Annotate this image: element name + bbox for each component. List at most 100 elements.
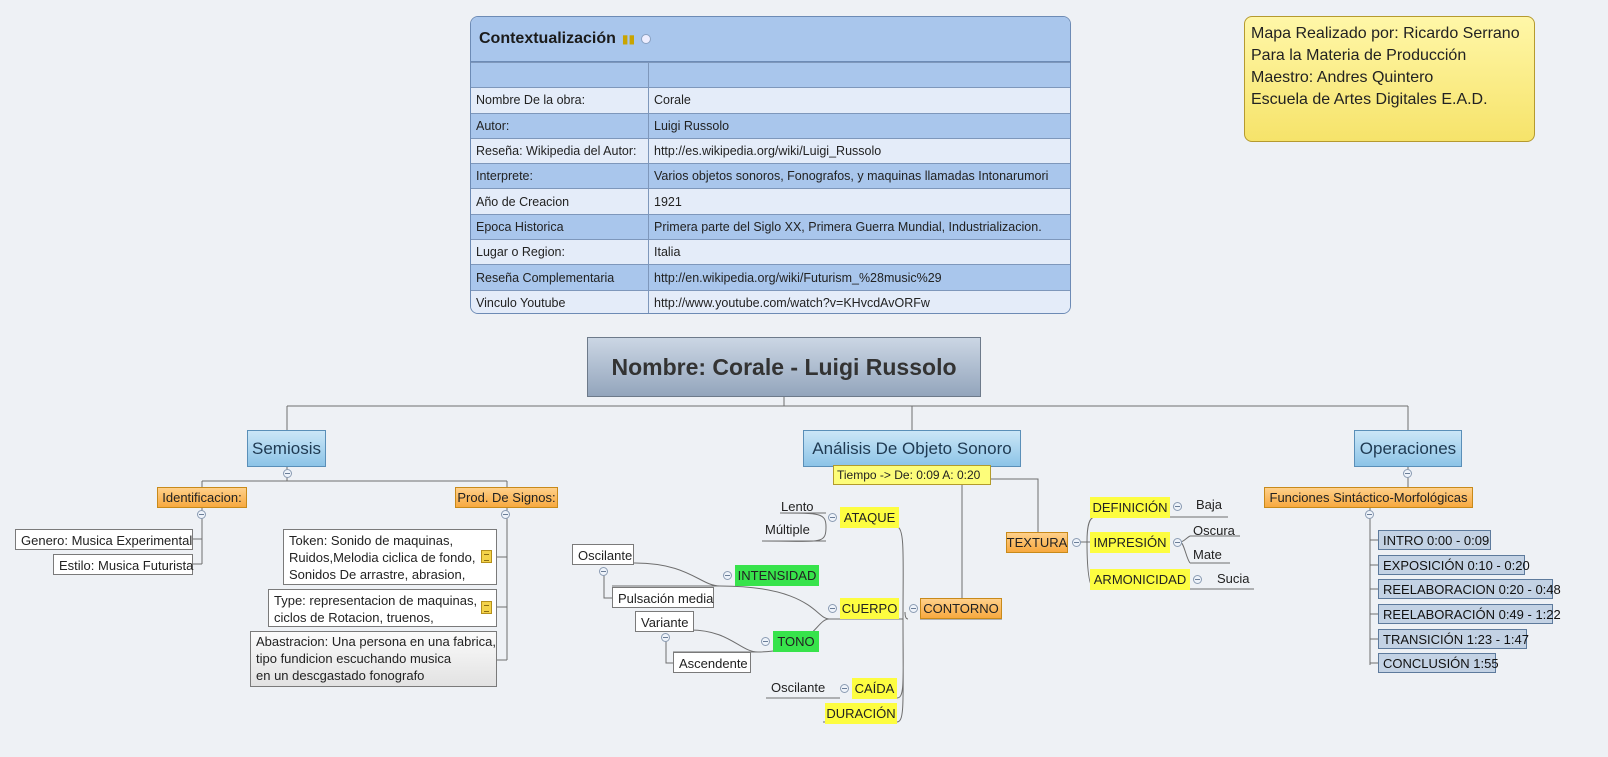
caida-oscilante[interactable]: Oscilante [771, 680, 826, 695]
node-variante[interactable]: Variante [635, 611, 694, 632]
topic-analisis[interactable]: Análisis De Objeto Sonoro [803, 430, 1021, 467]
tiempo-label[interactable]: Tiempo -> De: 0:09 A: 0:20 [833, 465, 991, 485]
credits-line: Maestro: Andres Quintero [1251, 69, 1434, 86]
context-table: Contextualización ▮▮ Nombre De la obra:C… [470, 16, 1071, 314]
abst-line: en un descgastado fonografo [256, 668, 425, 683]
list-item-intro[interactable]: INTRO 0:00 - 0:09 [1378, 530, 1491, 550]
node-textura[interactable]: TEXTURA [1006, 532, 1068, 553]
row-value: Luigi Russolo [648, 112, 1070, 139]
collapse-icon[interactable] [1072, 538, 1081, 547]
abst-line: tipo fundicion escuchando musica [256, 651, 452, 666]
list-item-transicion[interactable]: TRANSICIÓN 1:23 - 1:47 [1378, 629, 1529, 649]
row-value[interactable]: http://en.wikipedia.org/wiki/Futurism_%2… [648, 264, 1070, 291]
context-grid: Nombre De la obra:Corale Autor:Luigi Rus… [471, 61, 1070, 313]
collapse-icon[interactable] [283, 469, 292, 478]
collapse-icon[interactable] [1365, 510, 1374, 519]
table-row: Autor:Luigi Russolo [471, 112, 1070, 139]
node-identificacion[interactable]: Identificacion: [157, 487, 247, 508]
list-item-conclusion[interactable]: CONCLUSIÓN 1:55 [1378, 653, 1499, 673]
row-value: Italia [648, 239, 1070, 265]
list-item-exposicion[interactable]: EXPOSICIÓN 0:10 - 0:20 [1378, 555, 1530, 575]
node-estilo[interactable]: Estilo: Musica Futurista [53, 554, 193, 575]
row-value[interactable]: http://www.youtube.com/watch?v=KHvcdAvOR… [648, 289, 1070, 313]
token-line: Sonidos De arrastre, abrasion, [289, 567, 466, 582]
node-duracion[interactable]: DURACIÓN [825, 703, 897, 724]
collapse-icon[interactable] [501, 510, 510, 519]
node-caida[interactable]: CAÍDA [852, 678, 897, 699]
node-oscilante[interactable]: Oscilante [572, 544, 634, 565]
row-label: Lugar o Region: [471, 239, 649, 265]
collapse-icon[interactable] [1173, 502, 1182, 511]
collapse-icon[interactable] [828, 604, 837, 613]
node-armonicidad[interactable]: ARMONICIDAD [1090, 569, 1190, 590]
node-impresion[interactable]: IMPRESIÓN [1090, 532, 1170, 553]
node-token[interactable]: Token: Sonido de maquinas, Ruidos,Melodi… [283, 529, 497, 585]
row-label: Año de Creacion [471, 188, 649, 215]
node-pulsacion[interactable]: Pulsación media [612, 587, 714, 608]
collapse-icon[interactable] [1193, 575, 1202, 584]
row-label: Reseña: Wikipedia del Autor: [471, 137, 649, 164]
row-label: Autor: [471, 112, 649, 139]
context-header: Contextualización ▮▮ [471, 17, 1070, 62]
type-line: Type: representacion de maquinas, [274, 593, 478, 608]
collapse-icon[interactable] [641, 34, 652, 44]
node-intensidad[interactable]: INTENSIDAD [735, 565, 819, 586]
row-value: 1921 [648, 188, 1070, 215]
collapse-icon[interactable] [599, 567, 608, 576]
credits-note[interactable]: Mapa Realizado por: Ricardo Serrano Para… [1244, 16, 1535, 142]
node-contorno[interactable]: CONTORNO [920, 598, 1002, 619]
node-cuerpo[interactable]: CUERPO [840, 598, 899, 619]
armonicidad-sucia[interactable]: Sucia [1217, 571, 1250, 586]
row-label: Interprete: [471, 163, 649, 189]
collapse-icon[interactable] [1173, 538, 1182, 547]
abst-line: Abastracion: Una persona en una fabrica, [256, 634, 496, 649]
collapse-icon[interactable] [909, 604, 918, 613]
node-ascendente[interactable]: Ascendente [673, 652, 751, 673]
topic-semiosis[interactable]: Semiosis [247, 430, 326, 467]
credits-line: Para la Materia de Producción [1251, 47, 1467, 64]
impresion-mate[interactable]: Mate [1193, 547, 1222, 562]
node-type[interactable]: Type: representacion de maquinas, ciclos… [268, 589, 497, 627]
token-line: Token: Sonido de maquinas, [289, 533, 454, 548]
note-icon[interactable] [481, 550, 492, 563]
node-tono[interactable]: TONO [773, 631, 819, 652]
credits-line: Escuela de Artes Digitales E.A.D. [1251, 91, 1488, 108]
row-value[interactable]: http://es.wikipedia.org/wiki/Luigi_Russo… [648, 137, 1070, 164]
node-definicion[interactable]: DEFINICIÓN [1090, 497, 1170, 518]
token-line: Ruidos,Melodia ciclica de fondo, [289, 550, 476, 565]
row-label: Nombre De la obra: [471, 87, 649, 114]
impresion-oscura[interactable]: Oscura [1193, 523, 1235, 538]
collapse-icon[interactable] [1403, 469, 1412, 478]
node-ataque[interactable]: ATAQUE [840, 507, 899, 528]
list-item-reelaboracion-2[interactable]: REELABORACIÓN 0:49 - 1:22 [1378, 604, 1561, 624]
row-value: Primera parte del Siglo XX, Primera Guer… [648, 213, 1070, 240]
table-row: Nombre De la obra:Corale [471, 87, 1070, 114]
node-abstraccion[interactable]: Abastracion: Una persona en una fabrica,… [250, 631, 497, 687]
collapse-icon[interactable] [723, 571, 732, 580]
ataque-lento[interactable]: Lento [781, 499, 814, 514]
list-item-reelaboracion-1[interactable]: REELABORACION 0:20 - 0:48 [1378, 579, 1561, 599]
collapse-icon[interactable] [828, 513, 837, 522]
note-icon[interactable] [481, 601, 492, 614]
collapse-icon[interactable] [840, 684, 849, 693]
central-topic[interactable]: Nombre: Corale - Luigi Russolo [587, 337, 981, 397]
node-genero[interactable]: Genero: Musica Experimental [15, 529, 193, 550]
collapse-icon[interactable] [661, 633, 670, 642]
collapse-icon[interactable] [761, 637, 770, 646]
definicion-baja[interactable]: Baja [1196, 497, 1223, 512]
collapse-icon[interactable] [197, 510, 206, 519]
node-prod-signos[interactable]: Prod. De Signos: [455, 487, 558, 508]
row-label: Reseña Complementaria [471, 264, 649, 291]
node-funciones[interactable]: Funciones Sintáctico-Morfológicas [1264, 487, 1473, 508]
row-label: Vinculo Youtube [471, 289, 649, 313]
type-line: ciclos de Rotacion, truenos, [274, 610, 434, 625]
table-row: Lugar o Region:Italia [471, 239, 1070, 265]
topic-operaciones[interactable]: Operaciones [1354, 430, 1462, 467]
ataque-multiple[interactable]: Múltiple [765, 522, 810, 537]
table-row: Reseña: Wikipedia del Autor:http://es.wi… [471, 137, 1070, 164]
row-label: Epoca Historica [471, 213, 649, 240]
chart-icon: ▮▮ [621, 32, 636, 46]
